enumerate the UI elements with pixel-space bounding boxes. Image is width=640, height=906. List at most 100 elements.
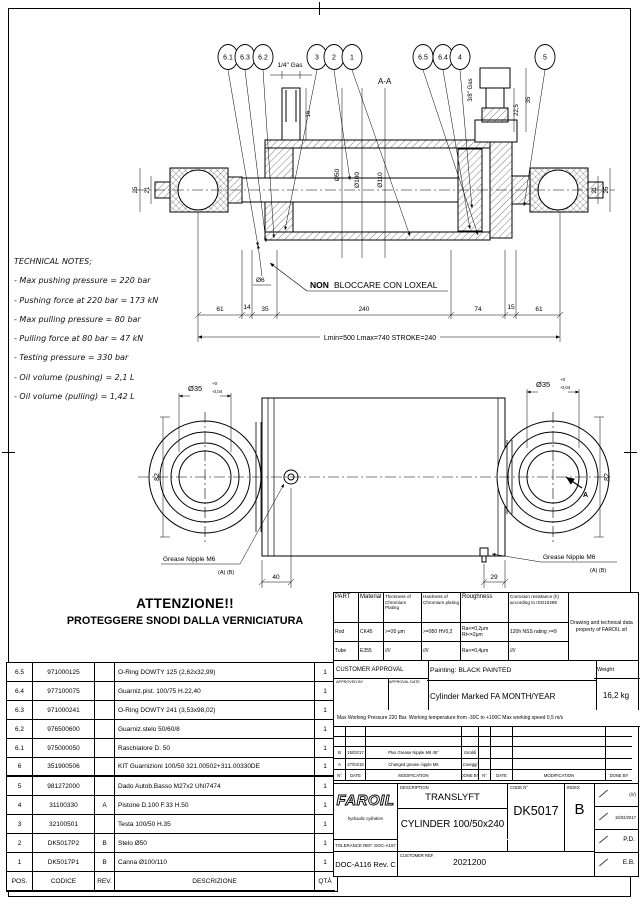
part-code: 981272000 xyxy=(33,777,95,796)
rev-header-n: N° xyxy=(334,770,346,781)
part-pos: 6.3 xyxy=(7,701,33,720)
technical-notes: TECHNICAL NOTES; - Max pushing pressure … xyxy=(14,252,214,406)
grease-sub-right: (A) (B) xyxy=(590,568,606,574)
weight-label: Weight xyxy=(594,661,640,679)
spec-tube-roughness: Ra<=0,4μm xyxy=(461,642,509,661)
rev-cell xyxy=(606,737,632,747)
dim-22-5: 22,5 xyxy=(514,104,520,116)
side-geometry xyxy=(148,397,610,563)
eye-dim-right xyxy=(526,389,580,448)
sign-value-4: E.B. xyxy=(622,859,635,866)
spec-rod-material: CK45 xyxy=(359,623,384,642)
left-dim-25: 25 xyxy=(133,186,139,193)
chain-35: 35 xyxy=(261,306,269,313)
rev-cell xyxy=(346,727,366,737)
note-line: - Max pushing pressure = 220 bar xyxy=(14,276,151,286)
doc-ref: DOC-A116 Rev. C xyxy=(334,852,398,876)
note-line: - Pulling force at 80 bar = 47 kN xyxy=(14,334,144,344)
rev-cell xyxy=(491,747,513,759)
cylinder-geometry xyxy=(154,67,604,241)
notes-heading: TECHNICAL NOTES; xyxy=(14,257,92,266)
painting-cell: Painting: BLACK PAINTED xyxy=(427,661,597,681)
warning-text: PROTEGGERE SNODI DALLA VERNICIATURA xyxy=(66,615,304,627)
rev-header-date: DATE xyxy=(346,770,366,781)
frame-tick-left xyxy=(2,452,15,453)
part-qty: 1 xyxy=(315,663,335,682)
part-desc: Guarniz.stelo 50/60/8 xyxy=(115,720,315,739)
part-rev xyxy=(95,777,115,796)
part-qty: 1 xyxy=(315,853,335,872)
index-box: INDEX B xyxy=(565,784,595,852)
rev-header-modification2: MODIFICATION xyxy=(513,770,606,781)
rev-b-date: 15/02/17 xyxy=(346,747,366,759)
section-arrow-line xyxy=(565,476,583,489)
part-rev xyxy=(95,758,115,777)
balloon-6-3: 6.3 xyxy=(240,55,250,62)
part-rev: A xyxy=(95,796,115,815)
side-centerlines xyxy=(138,412,612,542)
spec-tube-part: Tube xyxy=(334,642,359,661)
weight-value: 16,2 kg xyxy=(602,690,630,700)
part-desc: Guarniz.pist. 100/75 H.22,40 xyxy=(115,682,315,701)
chain-61-right: 61 xyxy=(535,306,543,313)
customer-ref-value: 2021200 xyxy=(453,857,487,867)
logo-box: FAROIL hydraulic cylinders xyxy=(334,784,398,840)
rev-cell xyxy=(491,737,513,747)
rev-cell xyxy=(366,727,462,737)
working-conditions: Max Working Pressure 220 Bar. Working te… xyxy=(333,710,640,727)
total-length-label: Lmin=500 Lmax=740 STROKE=240 xyxy=(324,335,436,342)
code-label: CODE N° xyxy=(510,785,528,790)
balloon-2: 2 xyxy=(332,55,336,62)
property-note: Drawing and technical data property of F… xyxy=(569,593,634,661)
rev-header-modification: MODIFICATION xyxy=(366,770,462,781)
balloon-5: 5 xyxy=(543,55,547,62)
part-desc: O-Ring DOWTY 125 (2,62x32,99) xyxy=(115,663,315,682)
rev-a-date: 27/04/15 xyxy=(346,759,366,770)
section-label: A-A xyxy=(378,77,392,86)
rev-cell xyxy=(479,727,491,737)
part-code: 975000050 xyxy=(33,739,95,758)
approved-by-cell: APPROVED BY xyxy=(334,679,389,712)
empty-strip xyxy=(398,840,508,852)
rev-cell xyxy=(334,727,346,737)
balloon-4: 4 xyxy=(458,55,462,62)
description-box: DESCRIPTION TRANSLYFT CYLINDER 100/50x24… xyxy=(398,784,508,839)
signature-scribble-icon xyxy=(598,835,609,844)
part-qty: 1 xyxy=(315,815,335,834)
chain-15: 15 xyxy=(507,304,515,311)
rev-cell xyxy=(513,759,606,770)
part-desc: Stelo Ø50 xyxy=(115,834,315,853)
part-code: 971000241 xyxy=(33,701,95,720)
part-rev xyxy=(95,682,115,701)
grease-leader-right xyxy=(491,553,617,563)
signature-column: (///) 15/02/2017 P.D. E.B. xyxy=(595,784,638,876)
sign-row: 15/02/2017 xyxy=(595,807,638,830)
signature-scribble-icon xyxy=(598,789,609,798)
dim-82-left: 82 xyxy=(154,473,161,481)
part-code: 977100075 xyxy=(33,682,95,701)
part-desc: Testa 100/50 H.35 xyxy=(115,815,315,834)
rev-header-n2: N° xyxy=(479,770,491,781)
spec-table: PART Material Thickness of Chromium Plat… xyxy=(333,592,639,662)
loxeal-note: BLOCCARE CON LOXEAL xyxy=(334,280,438,290)
part-pos: 6.4 xyxy=(7,682,33,701)
sign-row: (///) xyxy=(595,784,638,807)
part-desc: KIT Guarnizioni 100/50 321.00502+311.003… xyxy=(115,758,315,777)
port-left-label: 1/4" Gas xyxy=(277,62,303,69)
title-block: FAROIL hydraulic cylinders TOLERANCE REF… xyxy=(333,783,639,877)
part-desc: Raschiatore D. 50 xyxy=(115,739,315,758)
spec-header-hardness: Hardness of Chromium plating xyxy=(422,593,461,623)
dim-35-vert: 35 xyxy=(526,96,532,103)
rev-header-doneby: DONE BY xyxy=(462,770,479,781)
part-qty: 1 xyxy=(315,777,335,796)
part-pos: 6 xyxy=(7,758,33,777)
dim-chain xyxy=(194,212,564,342)
eye-tol-plus-right: +0 xyxy=(560,377,566,382)
part-desc: Canna Ø100/110 xyxy=(115,853,315,872)
eye-tol-minus-right: -0,04 xyxy=(560,385,571,390)
part-pos: 5 xyxy=(7,777,33,796)
spec-header-roughness: Roughness xyxy=(461,593,509,623)
part-rev: B xyxy=(95,834,115,853)
